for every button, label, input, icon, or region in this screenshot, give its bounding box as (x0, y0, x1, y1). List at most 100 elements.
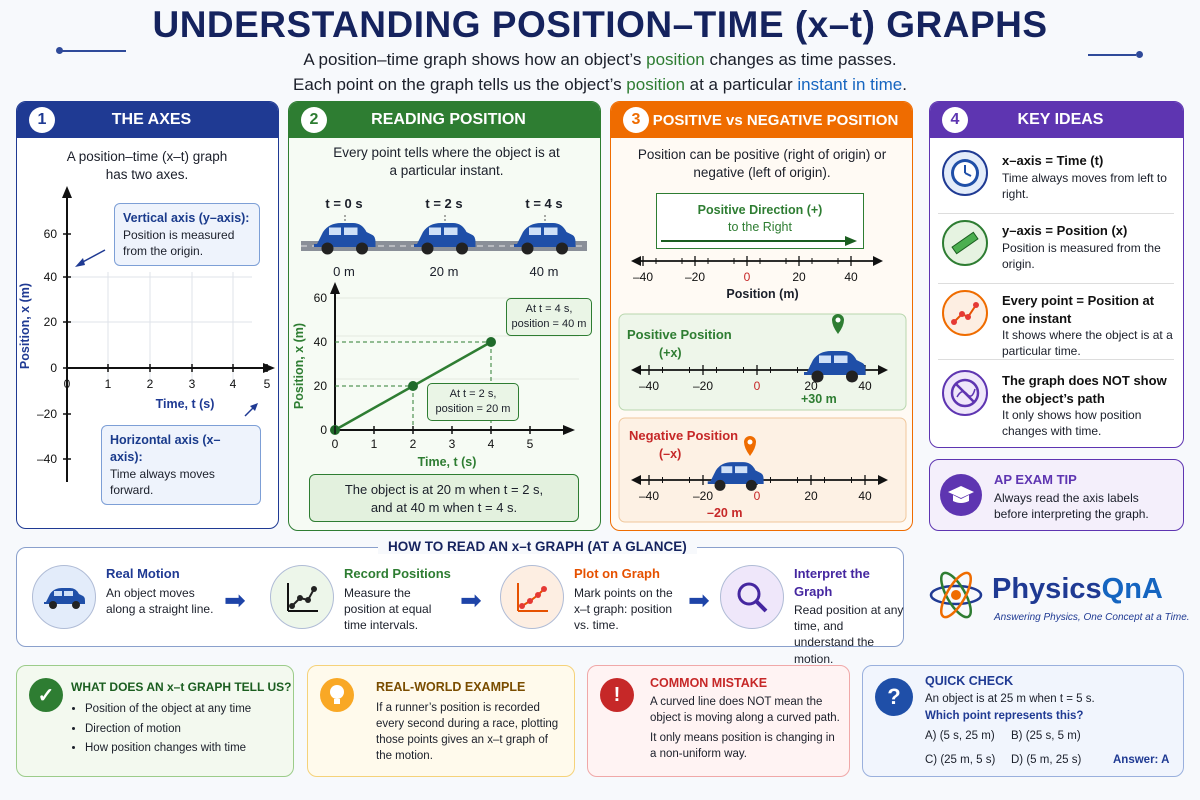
decor-dot (1136, 51, 1143, 58)
subtitle-text: Each point on the graph tells us the obj… (293, 75, 627, 94)
axes-intro: A position–time (x–t) graph has two axes… (66, 149, 228, 183)
question-icon: ? (875, 678, 913, 716)
direction-subtitle: to the Right (728, 219, 792, 234)
arrow-right-icon: ➡ (688, 585, 710, 615)
callout-body: Position is measured from the origin. (123, 227, 235, 259)
tick-label: –20 (685, 270, 705, 284)
callout-line: position = 20 m (435, 402, 511, 415)
step-title: Interpret the Graph (794, 566, 870, 599)
key-idea-item: x–axis = Time (t)Time always moves from … (938, 144, 1174, 214)
tick-label: –20 (693, 379, 713, 393)
how-to-read-title: HOW TO READ AN x–t GRAPH (AT A GLANCE) (378, 539, 697, 554)
ruler-icon (942, 220, 988, 266)
arrowhead-right (873, 256, 883, 266)
x-tick-label: 4 (488, 437, 495, 451)
page-title: UNDERSTANDING POSITION–TIME (x–t) GRAPHS (152, 4, 1048, 45)
plot-points-icon (942, 290, 988, 336)
panel-positive-negative: 3 POSITIVE vs NEGATIVE POSITION Position… (610, 101, 913, 531)
exam-tip-title: AP EXAM TIP (994, 472, 1077, 487)
x-tick-label: 1 (371, 437, 378, 451)
card-title: COMMON MISTAKE (650, 676, 768, 690)
atom-logo-icon (928, 567, 984, 623)
panel-key-title: KEY IDEAS (1017, 111, 1104, 128)
option-c[interactable]: C) (25 m, 5 s) (925, 754, 996, 766)
mistake-line: A curved line does NOT mean the object i… (650, 696, 840, 725)
key-idea-text: x–axis = Time (t)Time always moves from … (1002, 152, 1174, 202)
card-body: A curved line does NOT mean the object i… (650, 694, 840, 762)
panel-axes-title: THE AXES (111, 111, 192, 128)
callout-line: At t = 2 s, (449, 388, 497, 400)
key-idea-item: y–axis = Position (x)Position is measure… (938, 214, 1174, 284)
key-idea-body: Position is measured from the origin. (1002, 240, 1161, 271)
x-tick-label: 0 (64, 377, 71, 391)
car-icon (32, 565, 96, 629)
negative-box (618, 417, 907, 523)
y-tick-label: 0 (50, 361, 57, 375)
key-idea-title: The graph does NOT show the object’s pat… (1002, 373, 1167, 406)
key-idea-body: It only shows how position changes with … (1002, 408, 1142, 439)
x-axis-arrowhead (263, 363, 275, 373)
panel-reading-title: READING POSITION (371, 111, 526, 128)
tick-label: –40 (633, 270, 653, 284)
key-idea-item: The graph does NOT show the object’s pat… (938, 364, 1174, 444)
reading-summary: The object is at 20 m when t = 2 s,and a… (309, 474, 579, 522)
location-pin-icon (832, 314, 844, 334)
car-position-label: 20 m (429, 264, 459, 279)
subtitle-line-2: Each point on the graph tells us the obj… (0, 75, 1200, 95)
direction-title: Positive Direction (+) (697, 203, 823, 217)
negative-value: –20 m (707, 506, 743, 520)
list-item: Position of the object at any time (85, 700, 251, 720)
panel-posneg-title: POSITIVE vs NEGATIVE POSITION (652, 111, 899, 129)
tick-label: 0 (754, 489, 761, 503)
decor-line (1088, 54, 1136, 56)
check-question: An object is at 25 m when t = 5 s. (925, 693, 1095, 705)
tick-label: –40 (639, 489, 659, 503)
callout-t2: At t = 2 s, position = 20 m (427, 383, 519, 421)
brand-name: PhysicsQnA (992, 573, 1163, 606)
panel-reading-header: 2 READING POSITION (289, 102, 600, 138)
subtitle-text: A position–time graph shows how an objec… (303, 50, 647, 69)
positive-title: Positive Position (627, 327, 732, 342)
car-time-label: t = 2 s (425, 196, 463, 211)
no-path-icon (942, 370, 988, 416)
exam-tip-box: AP EXAM TIP Always read the axis labels … (929, 459, 1184, 531)
summary-line: and at 40 m when t = 4 s. (370, 500, 518, 516)
option-d[interactable]: D) (5 m, 25 s) (1011, 754, 1082, 766)
car-icon (414, 223, 476, 255)
direction-box: Positive Direction (+) to the Right (656, 193, 864, 249)
x-tick-label: 5 (264, 377, 271, 391)
key-idea-body: It shows where the object is at a partic… (1002, 328, 1173, 359)
tick-label: 0 (754, 379, 761, 393)
step-body: An object moves along a straight line. (106, 585, 214, 616)
brand-name-part: Physics (992, 573, 1102, 605)
positive-value: +30 m (801, 392, 837, 406)
y-axis-arrowhead (330, 282, 340, 294)
car-time-label: t = 0 s (325, 196, 363, 211)
x-tick-label: 3 (189, 377, 196, 391)
callout-body: Time always moves forward. (110, 466, 215, 497)
list-item: Direction of motion (85, 720, 251, 740)
option-a[interactable]: A) (5 s, 25 m) (925, 730, 995, 742)
negative-sign: (–x) (659, 447, 682, 461)
step-number: 2 (301, 107, 327, 133)
panel-reading-position: 2 READING POSITION Every point tells whe… (288, 101, 601, 531)
tick-label: 40 (858, 489, 872, 503)
x-tick-label: 5 (527, 437, 534, 451)
step-number: 1 (29, 107, 55, 133)
decor-line (62, 50, 126, 52)
card-what-it-tells: ✓ WHAT DOES AN x–t GRAPH TELL US? Positi… (16, 665, 294, 777)
option-b[interactable]: B) (25 s, 5 m) (1011, 730, 1081, 742)
panel-key-ideas: 4 KEY IDEAS x–axis = Time (t)Time always… (929, 101, 1184, 448)
step-title: Record Positions (344, 566, 451, 581)
key-idea-title: Every point = Position at one instant (1002, 293, 1155, 326)
data-point (408, 381, 418, 391)
callout-t4: At t = 4 s,position = 40 m (506, 298, 592, 336)
callout-title: Vertical axis (y–axis): (123, 211, 250, 225)
